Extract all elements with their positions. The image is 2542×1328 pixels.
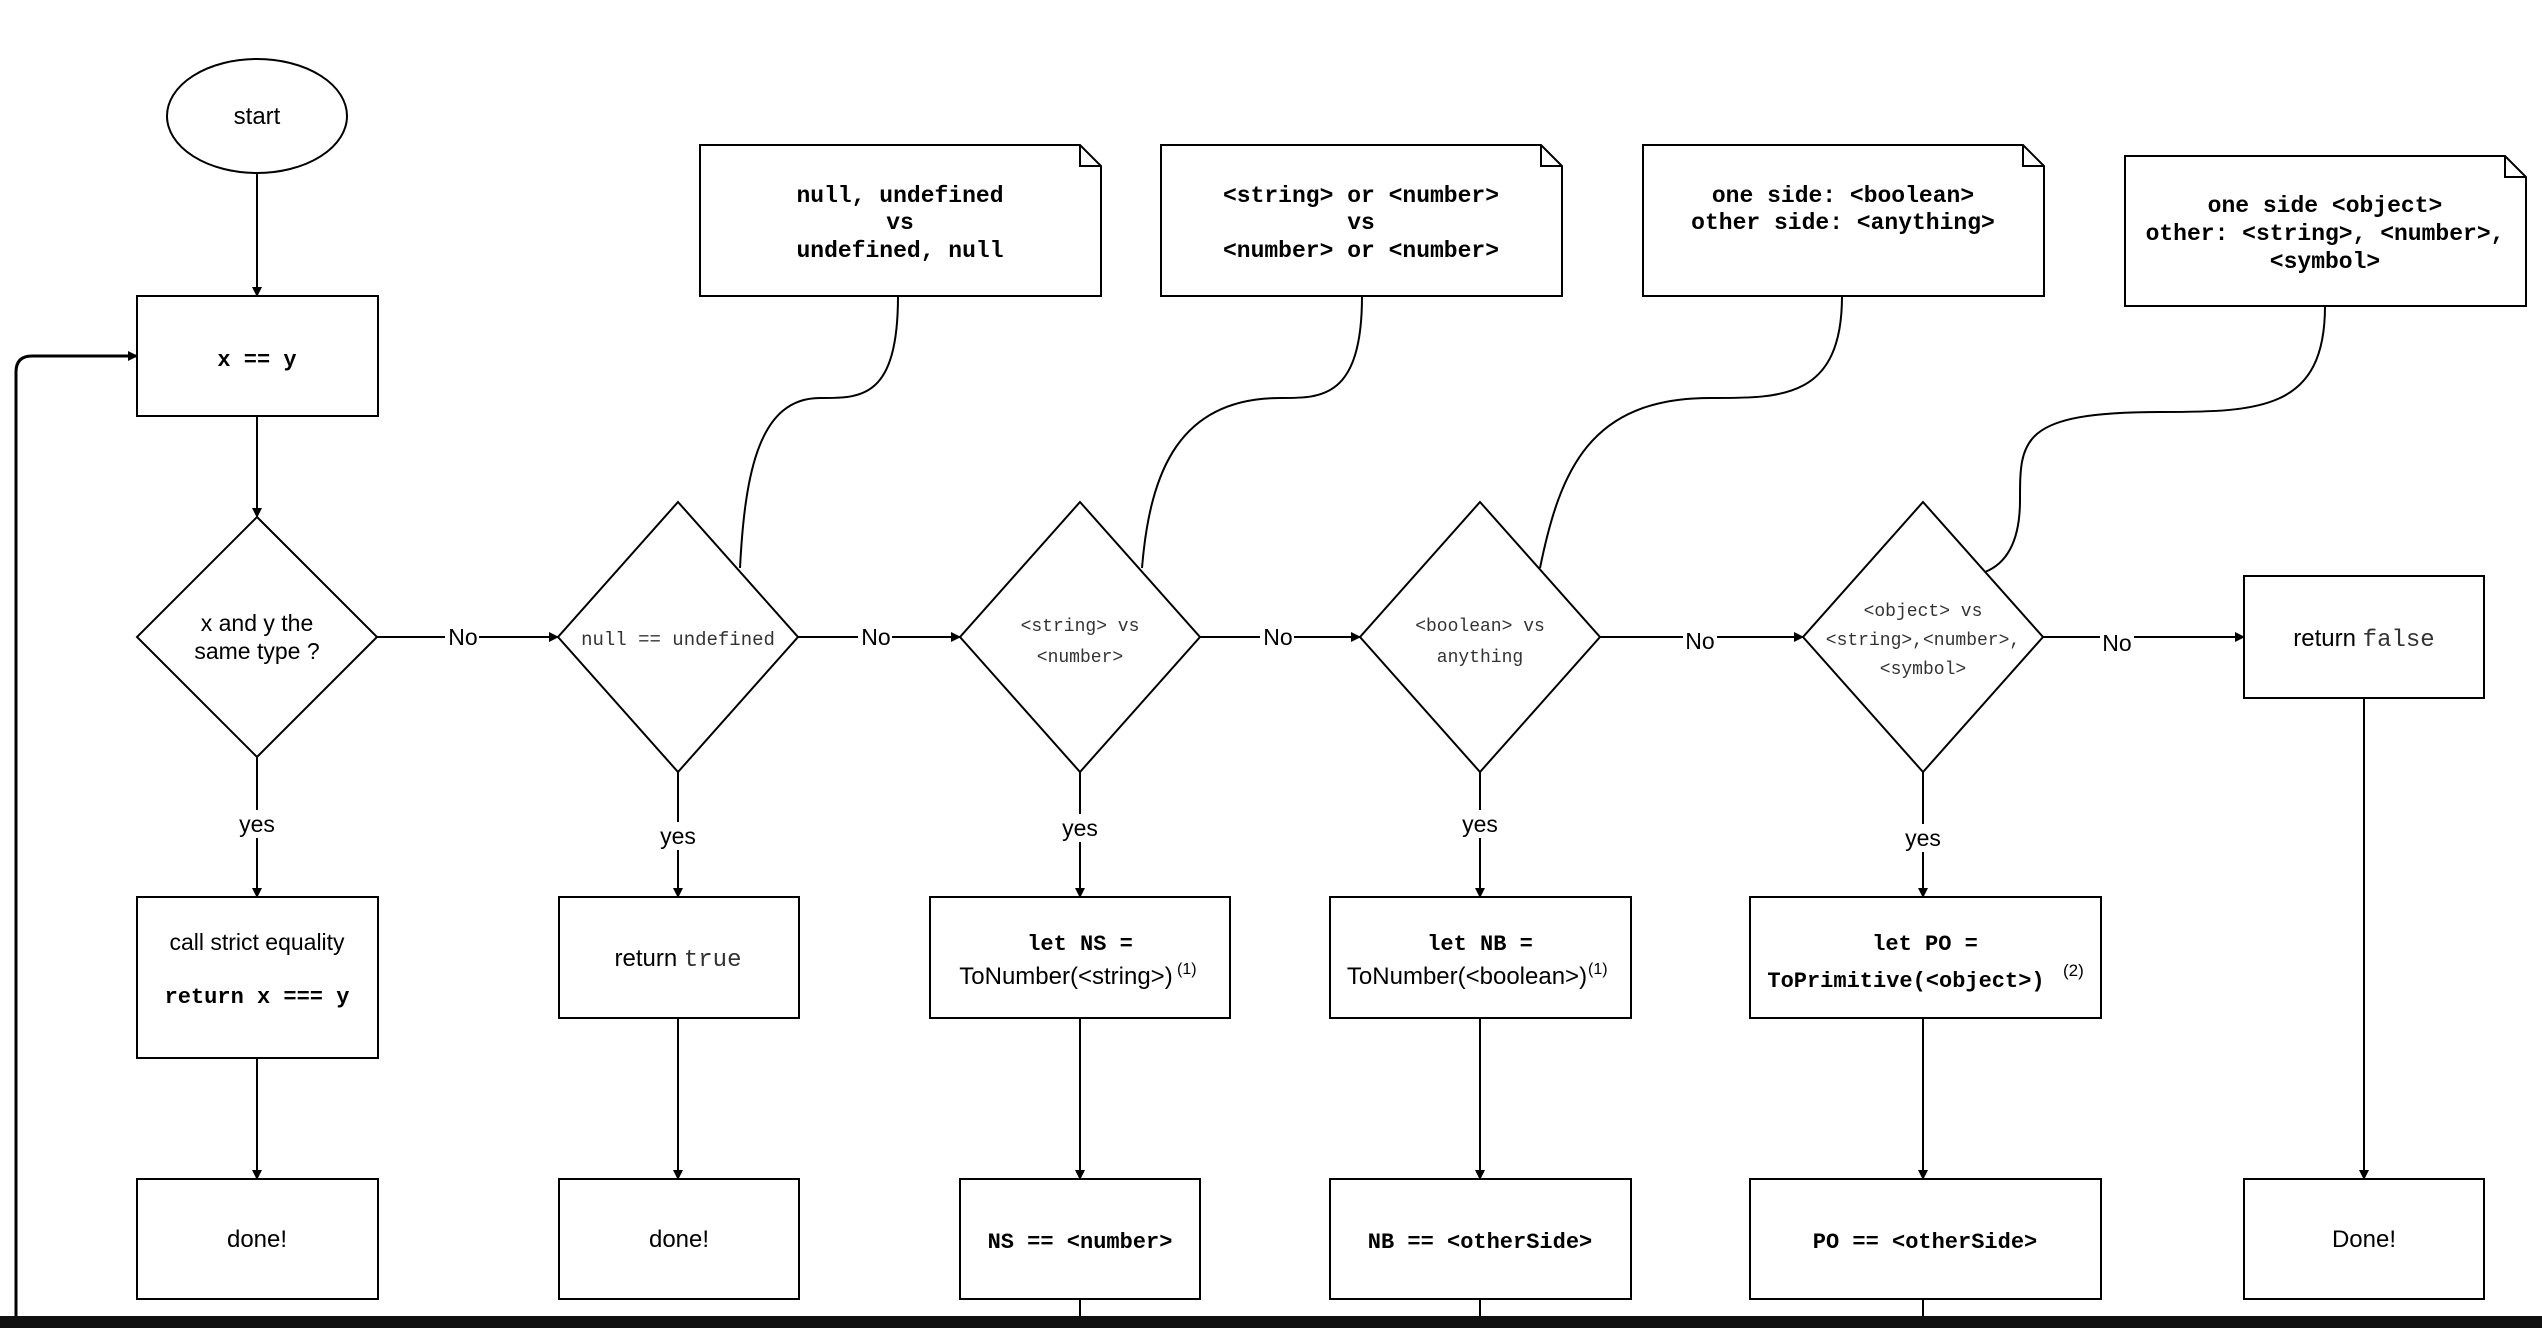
edge-label-yes-1: yes: [239, 811, 275, 837]
main-check-label: x == y: [217, 348, 296, 373]
note-null-line1: null, undefined: [796, 183, 1003, 209]
note-boolean-line2: other side: <anything>: [1691, 210, 1995, 236]
ns-eq-label: NS == <number>: [988, 1230, 1173, 1255]
object-check-line1: <object> vs: [1864, 602, 1983, 622]
note-object-shape: [2124, 155, 2527, 307]
let-ns-line2: ToNumber(<string>): [959, 963, 1172, 990]
let-ns-box: [929, 896, 1231, 1019]
null-check-label: null == undefined: [581, 629, 775, 651]
let-nb-line2: ToNumber(<boolean>): [1347, 963, 1587, 990]
strict-label-line1: call strict equality: [169, 929, 345, 955]
note-string-connector: [1141, 295, 1363, 569]
boolean-check-diamond: [1358, 500, 1602, 774]
done-label-3: Done!: [2332, 1226, 2396, 1253]
let-ns-sup: (1): [1177, 961, 1197, 978]
let-po-line2: ToPrimitive(<object>): [1767, 969, 2044, 994]
note-object-line3: <symbol>: [2270, 249, 2380, 275]
note-null-line3: undefined, null: [796, 238, 1003, 264]
done-label-2: done!: [649, 1226, 709, 1253]
edge-label-no-2: No: [861, 624, 890, 650]
object-check-line2: <string>,<number>,: [1826, 631, 2020, 651]
bottom-edge-band: [0, 1316, 2542, 1328]
edge-label-no-1: No: [448, 624, 477, 650]
note-null-connector: [739, 295, 899, 569]
note-boolean-connector: [1539, 295, 1843, 569]
loop-back-connector: [14, 351, 138, 1328]
note-string-line1: <string> or <number>: [1223, 183, 1499, 209]
done-label-1: done!: [227, 1226, 287, 1253]
let-nb-box: [1329, 896, 1632, 1019]
edge-label-yes-5: yes: [1905, 825, 1941, 851]
edge-label-yes-4: yes: [1462, 811, 1498, 837]
nb-eq-label: NB == <otherSide>: [1368, 1230, 1592, 1255]
strict-equality-box: [136, 896, 379, 1059]
same-type-label-line1: x and y the: [201, 610, 314, 636]
edge-label-no-3: No: [1263, 624, 1292, 650]
note-object-connector: [1984, 305, 2326, 573]
let-po-sup: (2): [2063, 961, 2084, 980]
let-nb-sup: (1): [1588, 961, 1608, 978]
string-check-line2: <number>: [1037, 648, 1123, 668]
object-check-line3: <symbol>: [1880, 660, 1966, 680]
same-type-label-line2: same type ?: [194, 638, 319, 664]
note-string-line3: <number> or <number>: [1223, 238, 1499, 264]
start-label: start: [234, 103, 281, 130]
string-check-diamond: [958, 500, 1202, 774]
let-ns-line1: let NS =: [1027, 932, 1133, 957]
boolean-check-line2: anything: [1437, 648, 1523, 668]
note-string-shape: [1160, 144, 1563, 297]
return-true-label: return true: [615, 945, 742, 974]
po-eq-label: PO == <otherSide>: [1813, 1230, 2037, 1255]
same-type-diamond: [135, 515, 379, 759]
note-string-line2: vs: [1347, 210, 1375, 236]
strict-label-line2: return x === y: [165, 985, 350, 1010]
return-false-label: return false: [2293, 625, 2434, 654]
edge-label-yes-2: yes: [660, 823, 696, 849]
note-object-line2: other: <string>, <number>,: [2146, 221, 2505, 247]
let-po-line1: let PO =: [1872, 932, 1978, 957]
edge-label-no-4: No: [1685, 628, 1714, 654]
boolean-check-line1: <boolean> vs: [1415, 617, 1545, 637]
note-object-line1: one side <object>: [2208, 193, 2443, 219]
edge-label-no-5: No: [2102, 630, 2131, 656]
note-null-line2: vs: [886, 210, 914, 236]
edge-label-yes-3: yes: [1062, 815, 1098, 841]
note-boolean-shape: [1642, 144, 2045, 297]
let-nb-line1: let NB =: [1427, 932, 1533, 957]
note-null-shape: [699, 144, 1102, 297]
let-po-box: [1749, 896, 2102, 1019]
note-boolean-line1: one side: <boolean>: [1712, 183, 1974, 209]
string-check-line1: <string> vs: [1021, 617, 1140, 637]
